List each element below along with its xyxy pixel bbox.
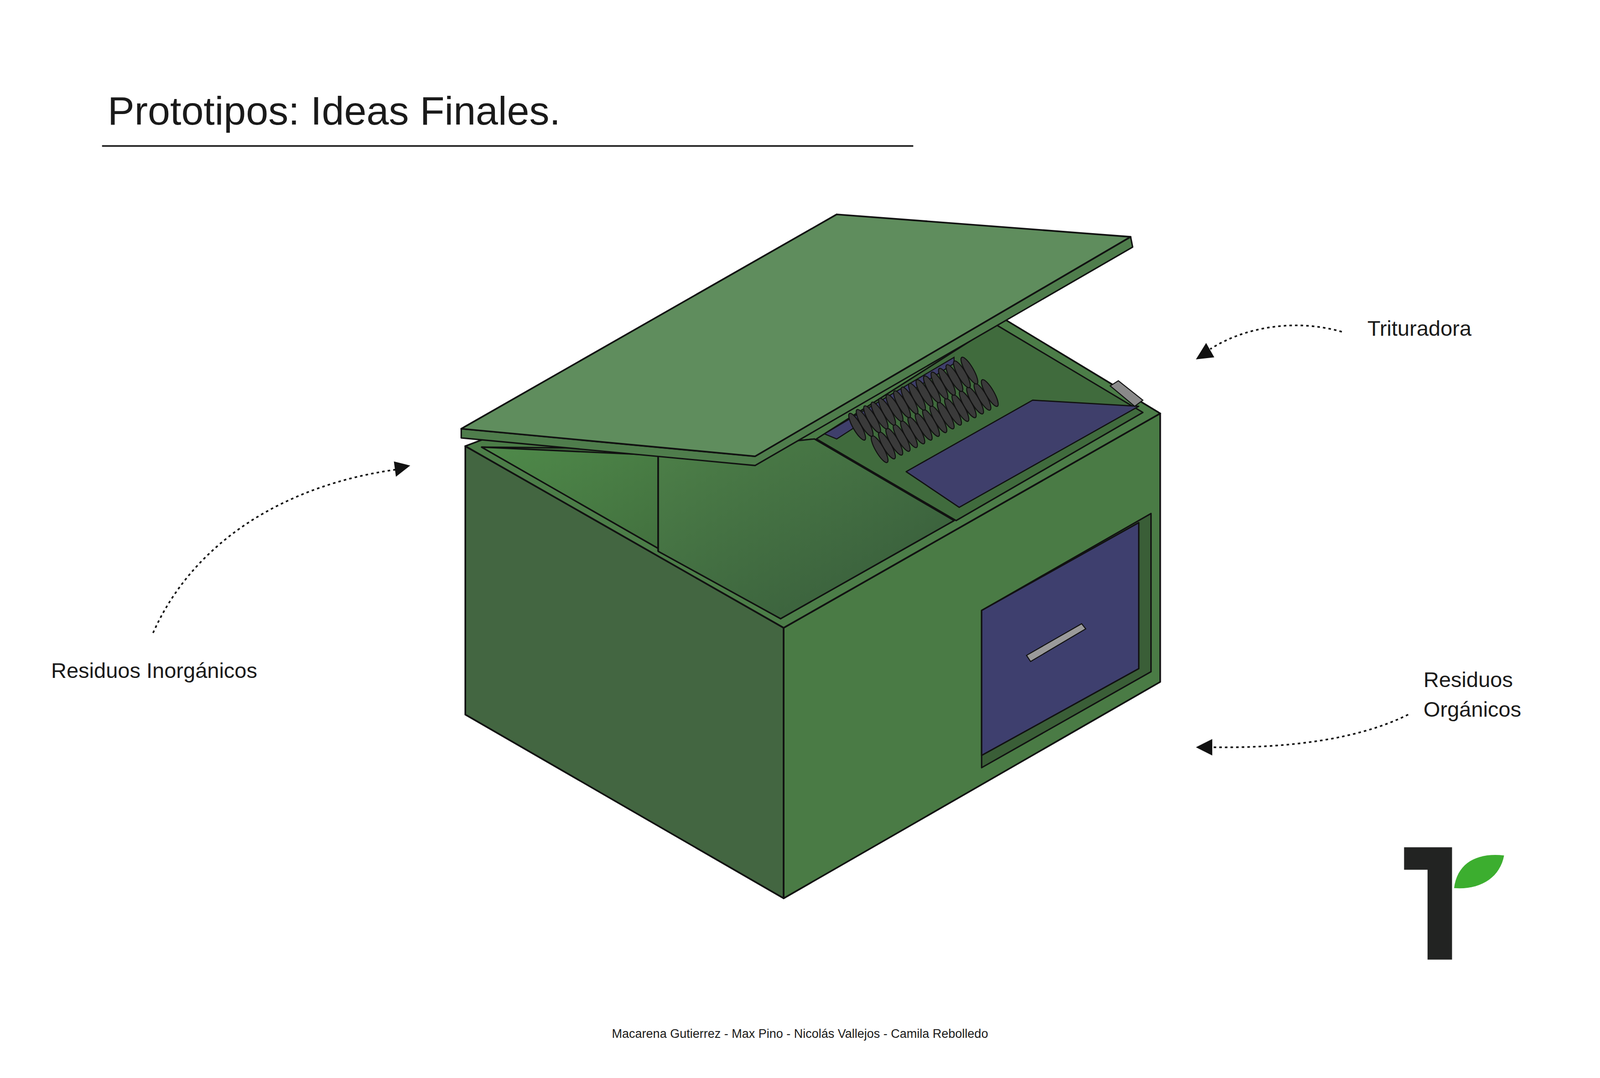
drawer-frame [981,513,1151,768]
drawer-front [981,522,1139,756]
callout-label: Trituradora [1367,315,1472,342]
arrow-head [394,461,411,477]
shredder-plate [906,400,1139,508]
page-title: Prototipos: Ideas Finales. [107,88,561,134]
logo-leaf [1454,854,1505,889]
blade-disc [958,355,981,386]
hinge [1110,380,1143,407]
author-credits: Macarena Gutierrez - Max Pino - Nicolás … [0,1026,1600,1041]
drawer-handle [1026,623,1086,662]
title-underline [102,145,914,147]
inner-corner [657,455,659,551]
callout-label: Residuos Orgánicos [1423,664,1538,725]
logo-mark [1403,846,1452,960]
leader-line [1212,714,1409,748]
leader-line [153,469,396,633]
blade-disc [978,377,1002,409]
arrow-head [1195,342,1215,360]
lid-top [461,214,1131,457]
arrow-head [1195,738,1213,756]
callout-label: Residuos Inorgánicos [51,657,258,684]
leader-line [1210,325,1342,349]
